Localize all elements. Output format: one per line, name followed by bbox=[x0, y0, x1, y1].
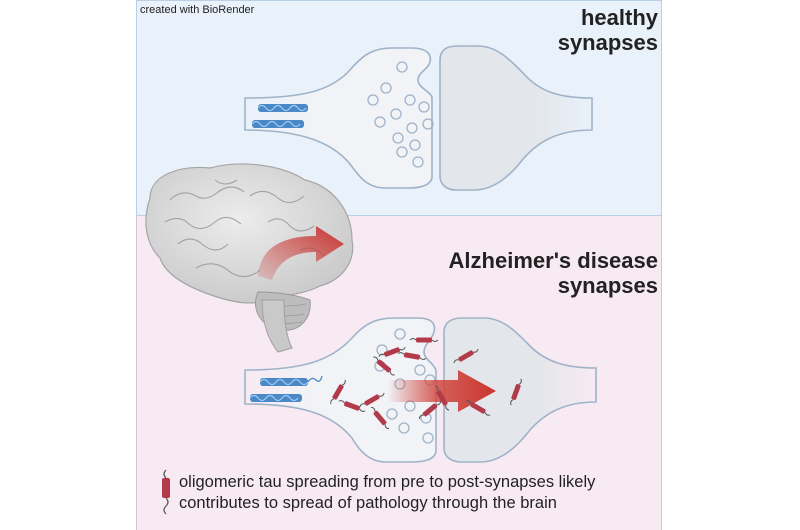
tau-oligomer bbox=[434, 385, 450, 411]
alzheimers-synapse bbox=[244, 317, 597, 463]
tau-oligomer bbox=[370, 406, 390, 430]
ad-postsynaptic-terminal bbox=[443, 317, 597, 463]
brain-illustration bbox=[145, 163, 354, 353]
tau-oligomer bbox=[397, 352, 427, 360]
tau-oligomer bbox=[409, 337, 439, 343]
healthy-title: healthy synapses bbox=[558, 5, 658, 55]
alzheimers-title-line1: Alzheimer's disease bbox=[448, 248, 658, 273]
tau-oligomer bbox=[378, 346, 406, 358]
tau-oligomers bbox=[330, 337, 522, 430]
spread-arrow-brain bbox=[258, 226, 344, 280]
legend-line1: oligomeric tau spreading from pre to pos… bbox=[179, 473, 596, 491]
tau-oligomer bbox=[359, 392, 385, 408]
credit-text: created with BioRender bbox=[140, 4, 255, 16]
alzheimers-title-line2: synapses bbox=[557, 273, 658, 298]
tau-oligomer bbox=[418, 400, 442, 420]
tau-oligomer bbox=[330, 379, 346, 405]
healthy-postsynaptic-terminal bbox=[439, 45, 593, 191]
healthy-synapse bbox=[244, 45, 593, 191]
healthy-vesicles bbox=[367, 61, 434, 168]
ad-tau-fibrils bbox=[249, 375, 323, 402]
alzheimers-title: Alzheimer's disease synapses bbox=[449, 248, 658, 298]
legend-line2: contributes to spread of pathology throu… bbox=[179, 494, 557, 512]
tau-oligomer bbox=[510, 378, 522, 406]
tau-oligomer-legend-icon bbox=[162, 469, 170, 515]
tau-oligomer bbox=[338, 400, 366, 412]
legend-caption: oligomeric tau spreading from pre to pos… bbox=[179, 472, 595, 514]
healthy-tau-fibrils bbox=[251, 104, 308, 128]
tau-oligomer bbox=[453, 348, 479, 364]
tau-oligomer bbox=[373, 356, 395, 376]
tau-oligomer bbox=[465, 400, 491, 416]
healthy-title-line1: healthy bbox=[580, 5, 658, 30]
healthy-title-line2: synapses bbox=[557, 30, 658, 55]
